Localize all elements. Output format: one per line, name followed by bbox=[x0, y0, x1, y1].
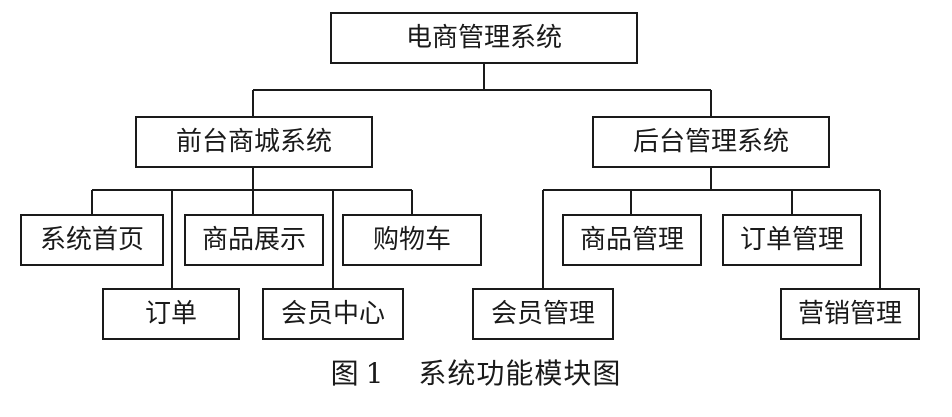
back-system-node: 后台管理系统 bbox=[592, 116, 830, 168]
caption-number: 1 bbox=[365, 357, 385, 390]
root-node: 电商管理系统 bbox=[330, 12, 638, 64]
caption-prefix: 图 bbox=[330, 357, 360, 390]
back-module-order: 订单管理 bbox=[722, 214, 862, 266]
front-module-home: 系统首页 bbox=[20, 214, 164, 266]
caption-title: 系统功能模块图 bbox=[418, 357, 622, 390]
back-module-member: 会员管理 bbox=[472, 288, 614, 340]
front-system-node: 前台商城系统 bbox=[135, 116, 373, 168]
back-module-marketing: 营销管理 bbox=[780, 288, 920, 340]
front-module-display: 商品展示 bbox=[184, 214, 324, 266]
back-module-goods: 商品管理 bbox=[562, 214, 702, 266]
front-module-member-center: 会员中心 bbox=[262, 288, 404, 340]
front-module-cart: 购物车 bbox=[342, 214, 482, 266]
front-module-order: 订单 bbox=[102, 288, 240, 340]
